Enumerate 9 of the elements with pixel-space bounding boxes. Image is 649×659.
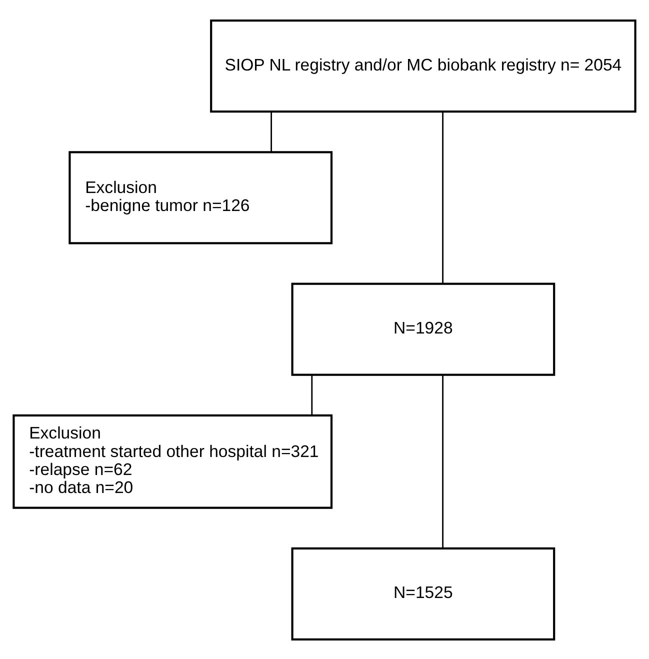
connector (311, 374, 313, 415)
node-box: SIOP NL registry and/or MC biobank registry n= 2054 (210, 19, 636, 112)
connector (442, 374, 444, 548)
connector (270, 111, 272, 152)
node-box: N=1928 (291, 282, 556, 376)
node-box: Exclusion -benigne tumor n=126 (68, 150, 333, 244)
node-box: Exclusion -treatment started other hospital n=321 -relapse n=62 -no data n=20 (12, 414, 333, 508)
connector (442, 111, 444, 284)
node-box: N=1525 (291, 546, 556, 640)
